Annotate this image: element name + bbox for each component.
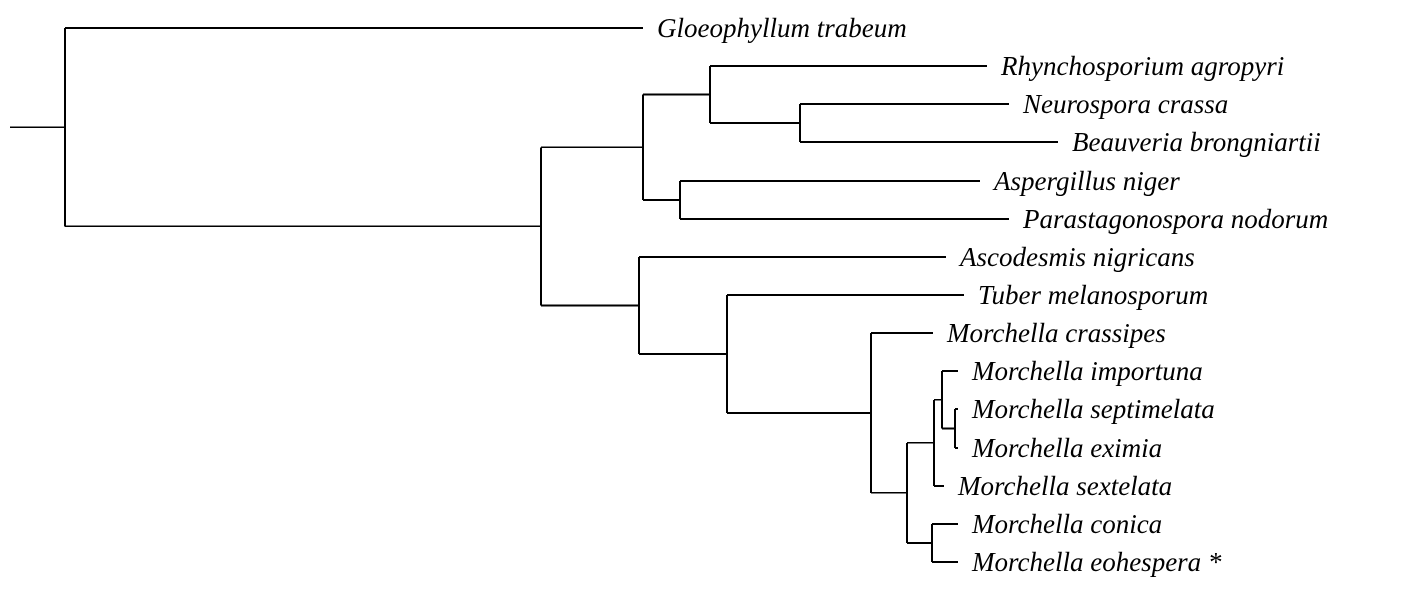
taxon-label-parastagonospora: Parastagonospora nodorum [1022,204,1328,234]
taxon-labels: Gloeophyllum trabeum Rhynchosporium agro… [657,13,1328,577]
taxon-label-septimelata: Morchella septimelata [971,394,1215,424]
taxon-label-crassipes: Morchella crassipes [946,318,1166,348]
taxon-label-beauveria: Beauveria brongniartii [1072,127,1321,157]
taxon-label-gloeophyllum: Gloeophyllum trabeum [657,13,907,43]
taxon-label-eohespera: Morchella eohespera * [971,547,1222,577]
taxon-label-importuna: Morchella importuna [971,356,1203,386]
taxon-label-neurospora: Neurospora crassa [1022,89,1228,119]
taxon-label-ascodesmis: Ascodesmis nigricans [958,242,1195,272]
taxon-label-conica: Morchella conica [971,509,1162,539]
taxon-label-tuber: Tuber melanosporum [978,280,1208,310]
tree-branches [10,27,1058,563]
taxon-label-sextelata: Morchella sextelata [957,471,1172,501]
taxon-label-aspergillus: Aspergillus niger [992,166,1180,196]
taxon-label-rhynchosporium: Rhynchosporium agropyri [1000,51,1284,81]
taxon-label-eximia: Morchella eximia [971,433,1162,463]
